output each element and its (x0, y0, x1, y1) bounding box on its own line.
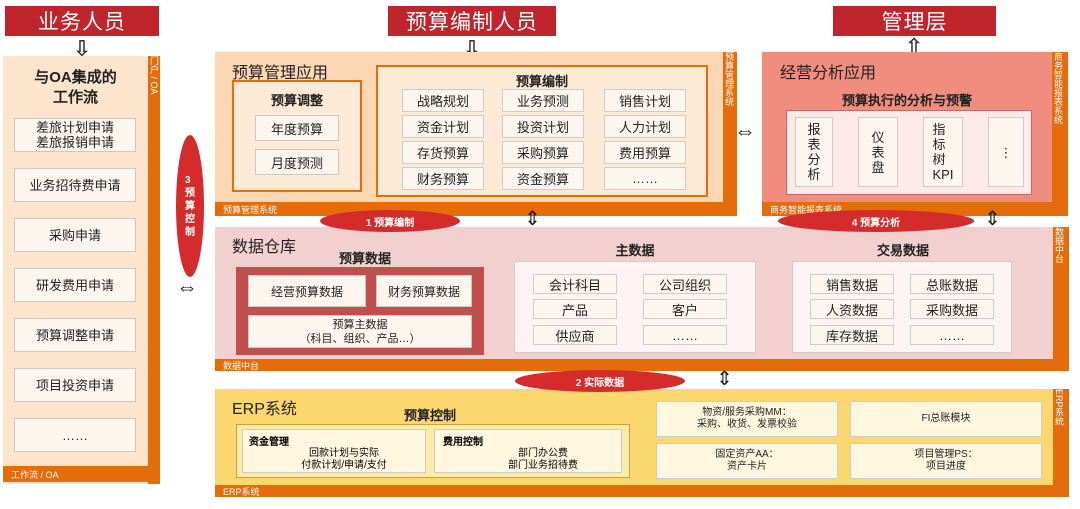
warehouse-title: 数据仓库 (232, 239, 297, 256)
budget-compile-item: 资金预算 (502, 167, 584, 190)
analysis-item: 报 表 分 析 (795, 117, 833, 187)
trans-data-title: 交易数据 (876, 243, 929, 258)
double-arrow-vertical-icon: ⇕ (524, 208, 541, 230)
budget-compile-item: 费用预算 (604, 141, 686, 164)
master-data-item: 产品 (533, 299, 617, 319)
double-arrow-vertical-icon: ⇕ (716, 368, 733, 390)
workflow-foot-bar: 工作流 / OA (3, 466, 148, 482)
analysis-item: ⋮ (988, 117, 1024, 187)
budget-adjust-item: 月度预测 (255, 149, 339, 175)
trans-data-item: 总账数据 (910, 274, 994, 294)
erp-module: 物资/服务采购MM： 采购、收货、发票校验 (656, 401, 838, 437)
fund-mgmt-title: 资金管理 (249, 437, 289, 448)
erp-title: ERP系统 (232, 401, 297, 418)
workflow-item: 业务招待费申请 (14, 168, 136, 202)
master-data-item: …… (643, 325, 727, 345)
double-arrow-icon: ⇔ (176, 274, 198, 299)
budget-compile-item: 资金计划 (402, 115, 484, 138)
arrow-down-icon: ⇩ (72, 36, 92, 61)
cost-control-box: 费用控制 部门办公费 部门业务招待费 (434, 429, 622, 473)
budget-master-data: 预算主数据 （科目、组织、产品…） (248, 315, 472, 348)
workflow-item: 差旅计划申请 差旅报销申请 (14, 118, 136, 152)
budget-app-side-bar: 预算管理系统 (723, 52, 737, 216)
budget-app-side-label: 预算管理系统 (724, 52, 734, 106)
budget-compile-title: 预算编制 (515, 74, 568, 89)
erp-side-label: ERP系统 (1054, 389, 1064, 426)
budget-data-item: 财务预算数据 (376, 275, 472, 307)
workflow-item: 采购申请 (14, 218, 136, 252)
cost-control-title: 费用控制 (443, 437, 483, 448)
analysis-item: 仪 表 盘 (858, 117, 898, 187)
flow-budget-compile: 1 预算编制 (320, 210, 460, 232)
budget-compile-item: 业务预测 (502, 89, 584, 112)
master-data-item: 供应商 (533, 325, 617, 345)
workflow-item: 研发费用申请 (14, 268, 136, 302)
analysis-item: 指 标 树 KPI (923, 117, 963, 187)
trans-data-item: 销售数据 (810, 274, 894, 294)
trans-data-item: 库存数据 (810, 325, 894, 345)
master-data-item: 客户 (643, 299, 727, 319)
erp-module: 项目管理PS： 项目进度 (850, 443, 1042, 479)
flow-budget-control: 3 预 算 控 制 (176, 135, 204, 277)
workflow-item: …… (14, 418, 136, 452)
budget-compile-item: 人力计划 (604, 115, 686, 138)
master-data-item: 会计科目 (533, 274, 617, 294)
erp-module: 固定资产AA： 资产卡片 (656, 443, 838, 479)
workflow-item: 预算调整申请 (14, 318, 136, 352)
erp-side-bar: ERP系统 (1053, 389, 1069, 497)
analysis-sub-title: 预算执行的分析与预警 (841, 93, 972, 108)
banner-business-staff: 业务人员 (5, 6, 159, 36)
workflow-side-label: 门户 / OA (149, 56, 159, 95)
budget-compile-item: 投资计划 (502, 115, 584, 138)
workflow-title: 与OA集成的 工作流 (34, 69, 117, 106)
double-arrow-vertical-icon: ⇕ (984, 208, 1001, 230)
budget-compile-item: 存货预算 (402, 141, 484, 164)
analysis-app-side-label: 商务智能报表系统 (1053, 52, 1063, 124)
budget-adjust-title: 预算调整 (270, 93, 323, 108)
erp-foot-bar: ERP系统 (215, 485, 1053, 497)
workflow-side-bar: 门户 / OA (148, 56, 160, 484)
master-data-item: 公司组织 (643, 274, 727, 294)
budget-compile-item: 销售计划 (604, 89, 686, 112)
warehouse-foot-bar: 数据中台 (215, 359, 1053, 371)
analysis-app-title: 经营分析应用 (780, 65, 877, 82)
budget-app-title: 预算管理应用 (232, 65, 329, 82)
cost-control-text: 部门办公费 部门业务招待费 (508, 448, 578, 471)
flow-budget-analysis: 4 预算分析 (778, 210, 974, 232)
flow-actual-data: 2 实际数据 (515, 370, 685, 392)
budget-data-item: 经营预算数据 (248, 275, 366, 307)
banner-budget-staff: 预算编制人员 (388, 6, 556, 36)
trans-data-item: …… (910, 325, 994, 345)
banner-management: 管理层 (833, 6, 996, 36)
budget-data-title: 预算数据 (338, 251, 391, 266)
double-arrow-icon: ⇔ (734, 118, 756, 143)
budget-compile-item: 财务预算 (402, 167, 484, 190)
trans-data-item: 采购数据 (910, 299, 994, 319)
master-data-title: 主数据 (615, 243, 655, 258)
workflow-item: 项目投资申请 (14, 368, 136, 402)
budget-compile-item: 采购预算 (502, 141, 584, 164)
budget-app-foot-bar: 预算管理系统 (215, 202, 723, 216)
warehouse-side-bar: 数据中台 (1053, 227, 1069, 371)
erp-module: FI总账模块 (850, 401, 1042, 437)
trans-data-item: 人资数据 (810, 299, 894, 319)
fund-mgmt-box: 资金管理 回款计划与实际 付款计划/申请/支付 (242, 429, 426, 473)
warehouse-side-label: 数据中台 (1054, 227, 1064, 263)
budget-control-title: 预算控制 (403, 408, 456, 423)
budget-compile-item: 战略规划 (402, 89, 484, 112)
fund-mgmt-text: 回款计划与实际 付款计划/申请/支付 (301, 448, 387, 471)
budget-compile-item: …… (604, 167, 686, 190)
analysis-app-side-bar: 商务智能报表系统 (1052, 52, 1068, 216)
budget-adjust-item: 年度预算 (255, 115, 339, 141)
